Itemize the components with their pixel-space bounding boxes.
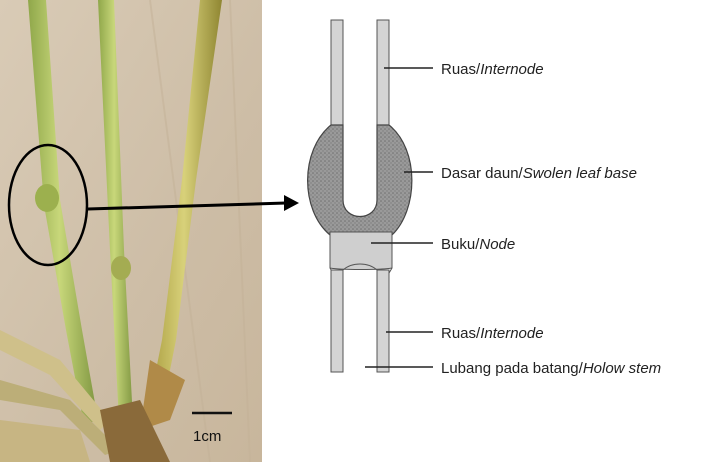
lower-right-wall [377, 270, 389, 372]
label-hollow-stem: Lubang pada batang/Holow stem [441, 360, 661, 377]
upper-right-wall [377, 20, 389, 130]
label-internode-top: Ruas/Internode [441, 61, 544, 78]
label-swollen-leaf-base: Dasar daun/Swolen leaf base [441, 165, 637, 182]
label-node: Buku/Node [441, 236, 515, 253]
lower-left-wall [331, 270, 343, 372]
label-internode-bottom: Ruas/Internode [441, 325, 544, 342]
stem-node-diagram: Ruas/Internode Dasar daun/Swolen leaf ba… [280, 0, 723, 462]
upper-left-wall [331, 20, 343, 130]
swollen-leaf-base [308, 125, 412, 248]
